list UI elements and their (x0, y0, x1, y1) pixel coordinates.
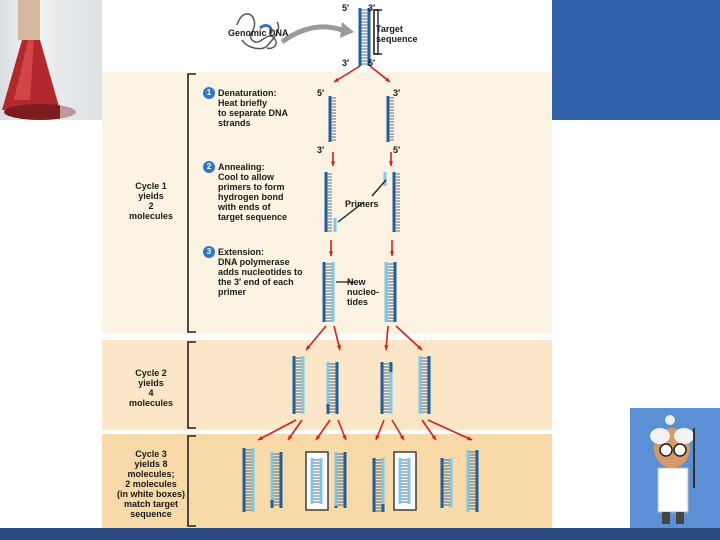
genomic-dna-squiggle (236, 13, 277, 50)
arrow-c1-d-head (417, 345, 422, 350)
genomic-dna-label: Genomic DNA (228, 28, 289, 38)
flask-illustration (2, 0, 102, 120)
primers-pointer-right (371, 179, 387, 197)
step3-text: Extension: DNA polymerase adds nucleotid… (218, 247, 303, 297)
primers-label: Primers (345, 199, 379, 209)
cycle2-label: Cycle 2 yields 4 molecules (128, 368, 174, 408)
denat-left-5prime: 5′ (317, 88, 325, 98)
step2-number: 2 (203, 161, 215, 173)
genomic-dna-target-segment (259, 24, 273, 35)
denat-left-3prime: 3′ (317, 145, 325, 155)
arrow-c2-a-shaft (257, 419, 297, 441)
arrow-c2-f-head (399, 435, 404, 440)
target-sequence-label: Target sequence (376, 24, 418, 44)
arrow-c2-d-head (342, 435, 347, 440)
cycle1-label: Cycle 1 yields 2 molecules (128, 181, 174, 221)
arrow-top-left-shaft (333, 65, 361, 83)
step1-number: 1 (203, 87, 215, 99)
primers-pointer-left (337, 201, 365, 223)
scientist-illustration (630, 408, 720, 528)
arrow-c1-d-shaft (395, 325, 423, 351)
arrow-step1-left-head (330, 161, 336, 166)
arrow-c1-a-head (306, 345, 311, 350)
top-3prime-bottom-label: 3′ (342, 58, 350, 68)
flask-photo (0, 0, 102, 120)
cycle3-bracket (187, 435, 196, 527)
denat-right-5prime: 5′ (393, 145, 401, 155)
arrow-c1-c-head (384, 345, 389, 350)
pcr-graphics (187, 8, 479, 527)
arrow-c2-e-head (375, 435, 380, 440)
scientist-cartoon (630, 408, 720, 528)
arrow-c2-h-head (467, 436, 472, 441)
step2-text: Annealing: Cool to allow primers to form… (218, 162, 288, 222)
arrow-top-right-head (385, 77, 390, 82)
zoom-arrow-head (340, 22, 354, 38)
arrow-c1-b-head (336, 345, 342, 350)
cycle1-bracket (187, 73, 196, 333)
arrow-c2-b-head (288, 435, 293, 440)
cycle3-label: Cycle 3 yields 8 molecules; 2 molecules … (116, 449, 185, 519)
top-5prime-bottom-label: 5′ (368, 58, 376, 68)
top-3prime-label: 3′ (368, 3, 376, 13)
arrow-c2-c-head (316, 435, 321, 440)
target-sequence-bracket (374, 9, 379, 55)
denat-right-3prime: 3′ (393, 88, 401, 98)
decorative-blue-panel (552, 0, 720, 120)
arrow-c1-a-shaft (305, 325, 327, 351)
bottom-bar (0, 528, 720, 540)
arrow-c2-g-head (431, 435, 436, 440)
arrow-top-left-head (334, 77, 339, 82)
zoom-arrow (280, 24, 343, 45)
genomic-dna-squiggle-2 (241, 21, 280, 50)
new-nucleotides-label: New nucleo- tides (347, 277, 380, 307)
pcr-diagram: Genomic DNA Target sequence 5′ 3′ 3′ 5′ … (102, 0, 552, 528)
arrow-c2-h-shaft (427, 419, 473, 441)
step1-text: Denaturation: Heat briefly to separate D… (218, 88, 289, 128)
top-5prime-label: 5′ (342, 3, 350, 13)
cycle2-bracket (187, 341, 196, 429)
step3-number: 3 (203, 246, 215, 258)
arrow-step2-left-head (328, 251, 334, 256)
arrow-c2-a-head (258, 435, 263, 440)
arrow-step1-right-head (388, 161, 394, 166)
arrow-step2-right-head (389, 251, 395, 256)
